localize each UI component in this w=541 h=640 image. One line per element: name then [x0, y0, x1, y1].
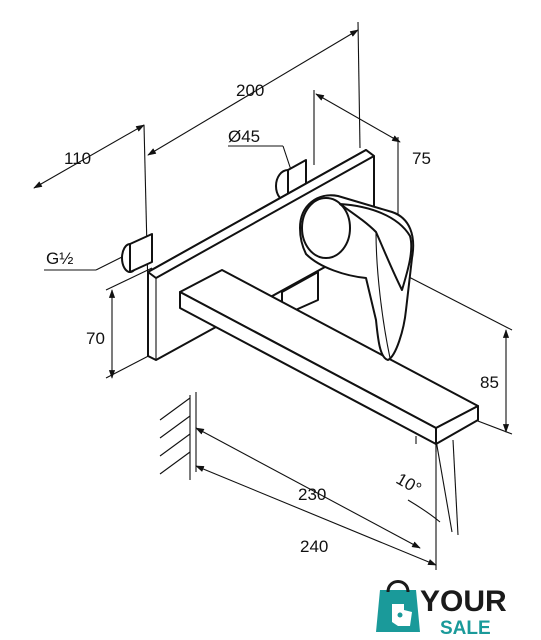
dim-handle-offset: 75 [412, 149, 431, 168]
logo-word-sale: SALE [440, 618, 491, 639]
shopping-bag-icon [376, 580, 420, 632]
watermark-logo: YOUR SALE [376, 580, 507, 639]
dim-thread-size: G½ [46, 249, 73, 268]
dim-spout-reach-outer: 240 [300, 537, 328, 556]
dim-spout-angle: 10° [393, 469, 425, 498]
wall-hatch [159, 395, 191, 480]
dim-overall-length: 200 [236, 81, 264, 100]
dim-spout-height: 85 [480, 373, 499, 392]
dim-rosette-diameter: Ø45 [228, 127, 260, 146]
logo-word-your: YOUR [420, 585, 507, 618]
faucet-drawing [121, 149, 479, 452]
dim-depth-to-plate: 110 [64, 149, 91, 168]
dim-spout-reach-inner: 230 [298, 485, 326, 504]
dim-plate-height: 70 [86, 329, 105, 348]
